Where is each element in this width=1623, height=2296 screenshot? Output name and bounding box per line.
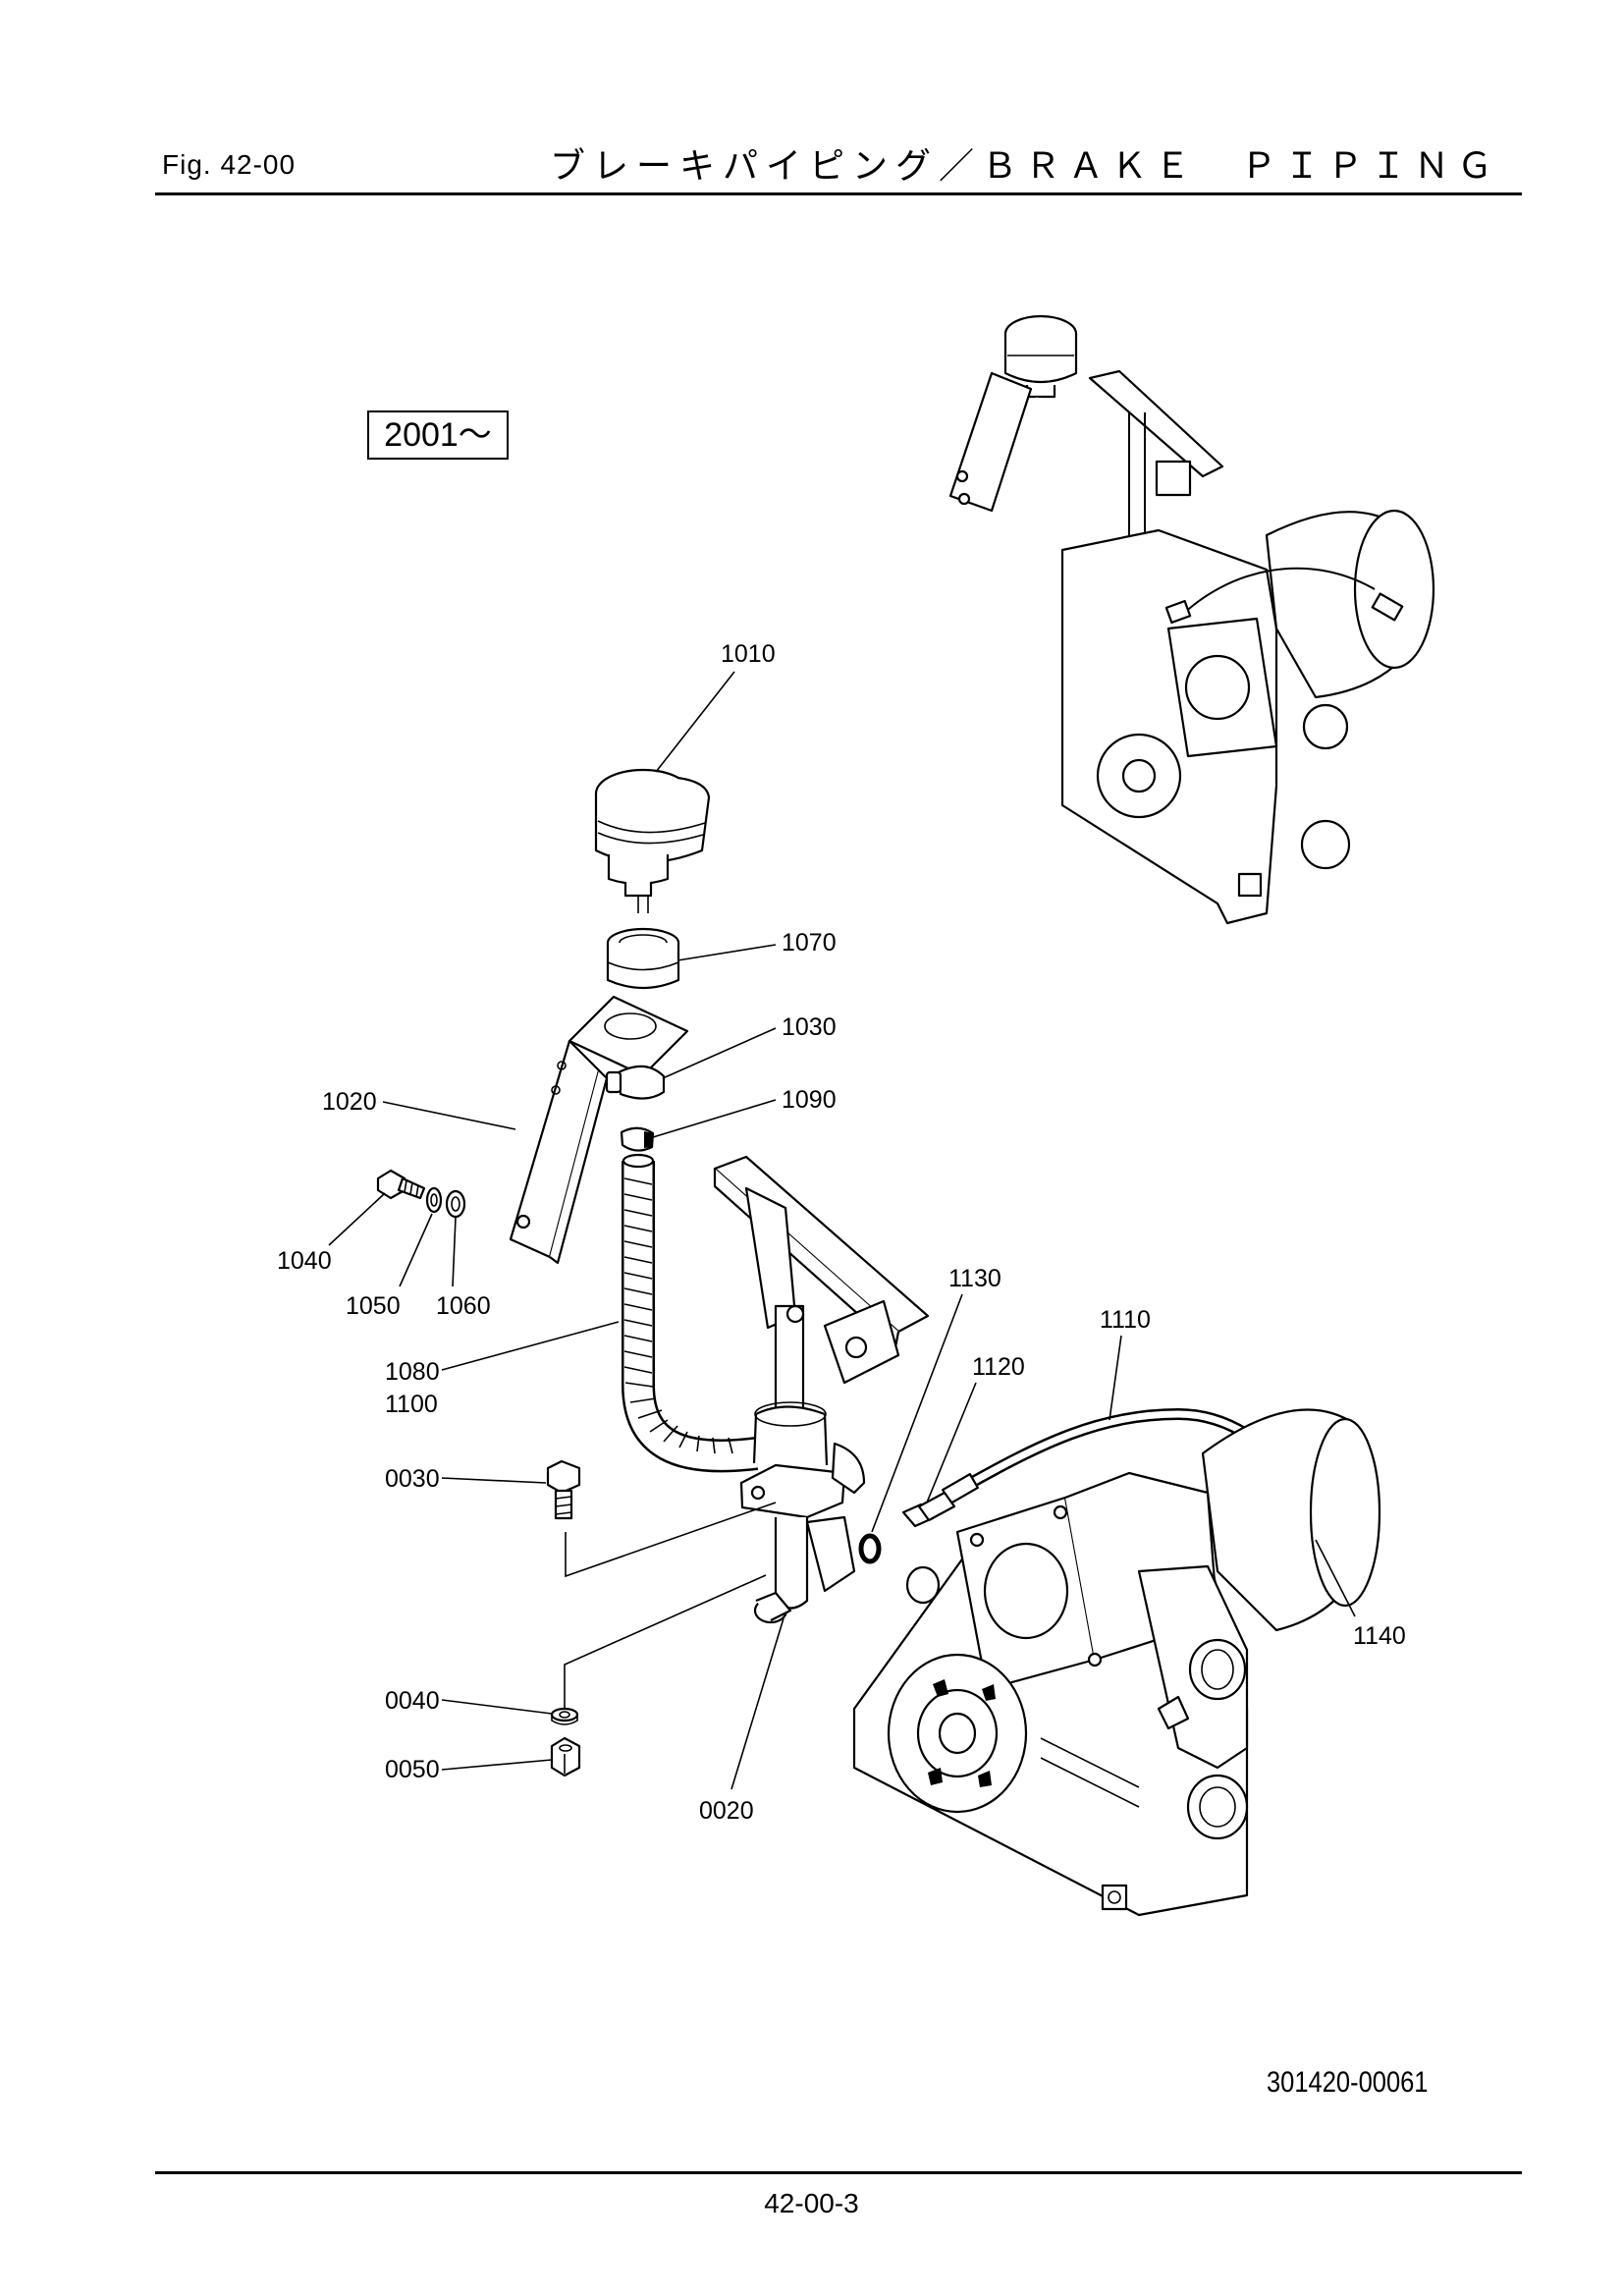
part-1050-spring-washer — [425, 1186, 443, 1214]
part-1030-clip — [605, 1065, 666, 1100]
part-0050-nut — [550, 1736, 581, 1777]
page-number: 42-00-3 — [764, 2188, 859, 2218]
callout-0040: 0040 — [385, 1687, 440, 1715]
callout-1030: 1030 — [782, 1013, 837, 1041]
callout-1020: 1020 — [322, 1088, 377, 1116]
part-1040-bolt — [376, 1169, 426, 1200]
brake-pedal — [713, 1155, 930, 1416]
part-1070-bushing — [606, 927, 680, 990]
callout-leaders — [328, 671, 1356, 1790]
callout-1130: 1130 — [948, 1265, 1001, 1292]
callout-0030: 0030 — [385, 1465, 440, 1493]
part-1080-hose — [622, 1153, 759, 1473]
drawing-number: 301420-00061 — [1267, 2066, 1429, 2099]
callout-1120: 1120 — [972, 1353, 1025, 1381]
callout-1060: 1060 — [436, 1292, 491, 1320]
part-0040-washer — [550, 1707, 579, 1725]
transmission-housing — [852, 1408, 1381, 1917]
callout-0050: 0050 — [385, 1756, 440, 1783]
part-1090-band — [620, 1126, 655, 1152]
callout-1100: 1100 — [385, 1391, 438, 1418]
part-0030-bolt — [546, 1459, 581, 1520]
callout-1080: 1080 — [385, 1358, 440, 1386]
figure-label: Fig. 42-00 — [162, 149, 297, 180]
callout-1040: 1040 — [277, 1247, 332, 1275]
callout-1140: 1140 — [1353, 1622, 1406, 1650]
callout-1010: 1010 — [721, 640, 776, 668]
serial-range-box: 2001～ — [367, 410, 509, 460]
callout-1090: 1090 — [782, 1086, 837, 1114]
callout-1070: 1070 — [782, 929, 837, 957]
part-1020-bracket — [509, 995, 689, 1265]
assembly-line-0030 — [565, 1502, 777, 1578]
part-1120-union — [901, 1491, 956, 1528]
header-rule — [155, 192, 1522, 195]
footer-rule — [155, 2171, 1522, 2174]
callout-1110: 1110 — [1100, 1306, 1151, 1334]
overview-assembly — [948, 314, 1435, 925]
assembly-line-0040 — [564, 1574, 767, 1709]
callout-0020: 0020 — [699, 1797, 754, 1825]
part-1060-flat-washer — [445, 1189, 466, 1219]
page-title: ブレーキパイピング／ＢＲＡＫＥ ＰＩＰＩＮＧ — [550, 146, 1501, 187]
part-0020-master-cylinder — [739, 1401, 866, 1624]
callout-1050: 1050 — [346, 1292, 401, 1320]
part-1010-reservoir — [594, 768, 711, 913]
part-1130-o-ring — [858, 1533, 882, 1564]
callout-labels: 1010 1070 1030 1020 1090 1040 1050 1060 … — [277, 640, 1406, 1825]
port-plug — [905, 1565, 941, 1605]
